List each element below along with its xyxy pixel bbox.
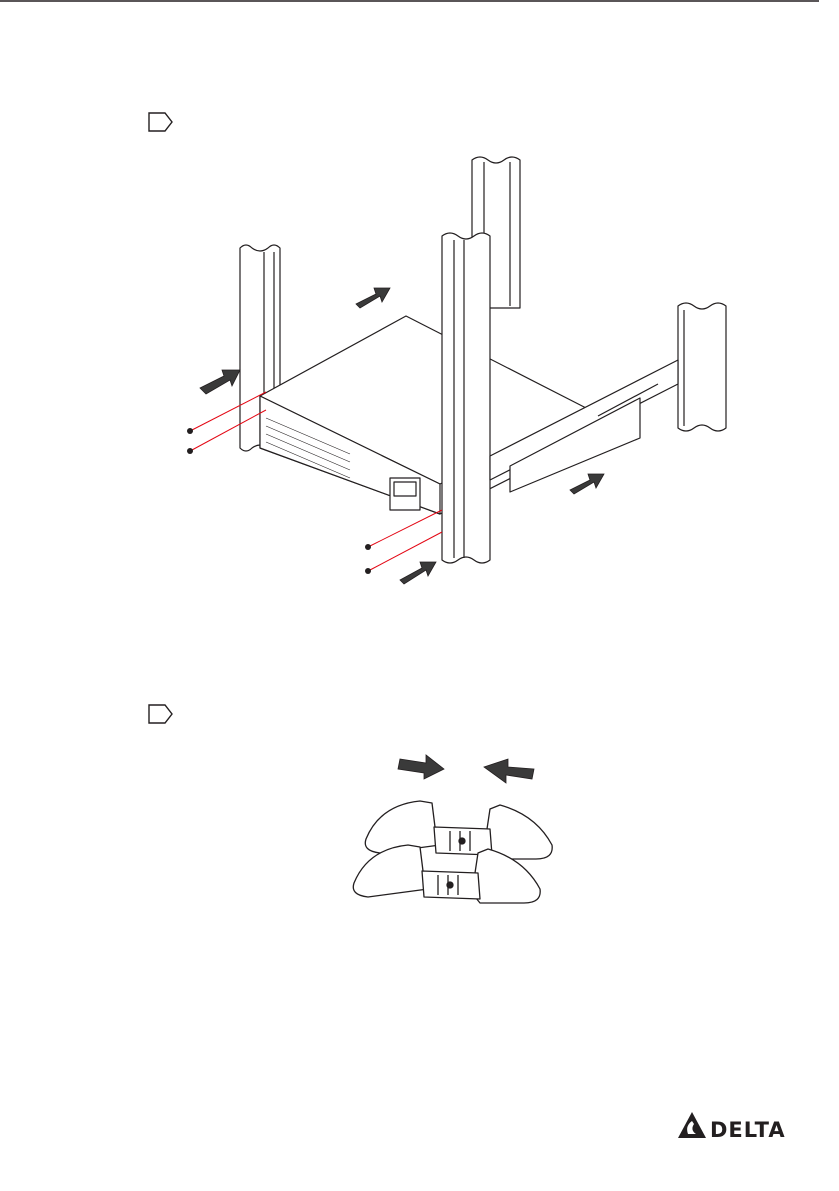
delta-triangle-icon: DELTA	[676, 1110, 794, 1144]
step-marker-icon	[148, 704, 174, 724]
assembly-arrows	[398, 755, 534, 783]
foot-stand-figure	[340, 745, 560, 925]
rack-post-far-right	[678, 303, 726, 431]
svg-text:DELTA: DELTA	[710, 1118, 786, 1142]
step-marker-icon	[148, 112, 174, 132]
ups-unit	[260, 316, 590, 514]
delta-logo: DELTA	[676, 1110, 794, 1144]
brand-name: DELTA	[710, 1118, 786, 1142]
rack-post-front-right	[442, 233, 490, 563]
top-rule	[0, 0, 819, 2]
rack-installation-figure	[180, 148, 740, 598]
